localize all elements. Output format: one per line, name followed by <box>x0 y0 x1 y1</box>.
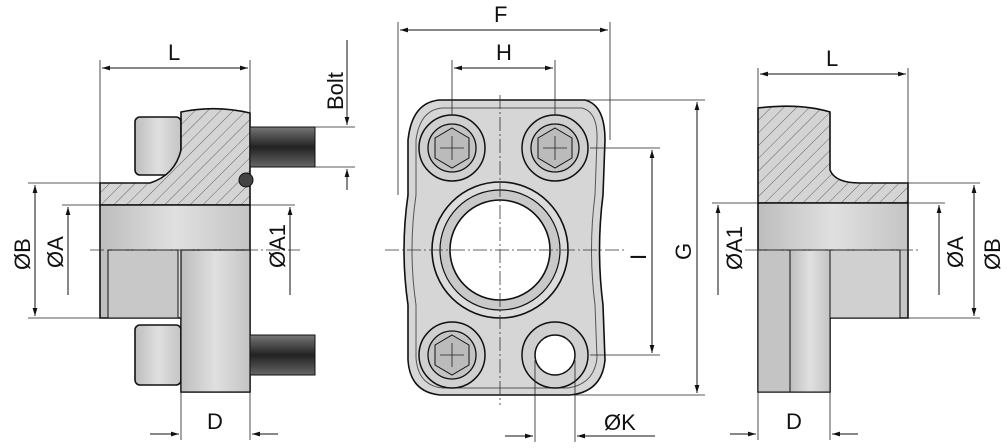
label-F: F <box>494 2 507 27</box>
right-section-view: L ØA1 ØA ØB D <box>712 46 1005 440</box>
pipe-inner-right <box>180 249 251 393</box>
label-D-left: D <box>207 409 223 434</box>
bolt-thread-bottom <box>249 334 316 376</box>
bolt-head-bottom <box>134 324 182 386</box>
pipe-left-right <box>757 249 791 393</box>
pipe-inner-right-b <box>829 249 901 319</box>
bolt-thread-top <box>249 126 316 168</box>
label-G: G <box>671 243 696 260</box>
left-section-view: L Bolt ØB ØA ØA1 D <box>10 40 355 440</box>
hole-bottom-right <box>521 321 589 389</box>
pipe-center-right <box>789 249 831 393</box>
label-bolt: Bolt <box>323 72 348 110</box>
label-B-left: ØB <box>10 238 35 270</box>
flange-inner-outline <box>411 107 598 389</box>
label-A1-left: ØA1 <box>265 224 290 268</box>
label-A-right: ØA <box>943 236 968 268</box>
label-A-left: ØA <box>43 236 68 268</box>
bolt-bottom-left <box>418 321 486 389</box>
label-I: I <box>626 254 651 260</box>
label-D-right: D <box>786 409 802 434</box>
flange-section-hatched-right <box>757 105 909 204</box>
bolt-top-left <box>418 114 486 182</box>
bolt-top-right <box>521 114 589 182</box>
o-ring <box>238 172 254 188</box>
label-H: H <box>496 40 512 65</box>
pipe-inner <box>107 249 179 319</box>
label-L-left: L <box>168 40 180 65</box>
label-K: ØK <box>604 410 636 435</box>
label-A1-right: ØA1 <box>722 226 747 270</box>
label-L-right: L <box>826 46 838 71</box>
center-front-view: F H I G ØK <box>385 2 705 442</box>
label-B-right: ØB <box>980 238 1005 270</box>
